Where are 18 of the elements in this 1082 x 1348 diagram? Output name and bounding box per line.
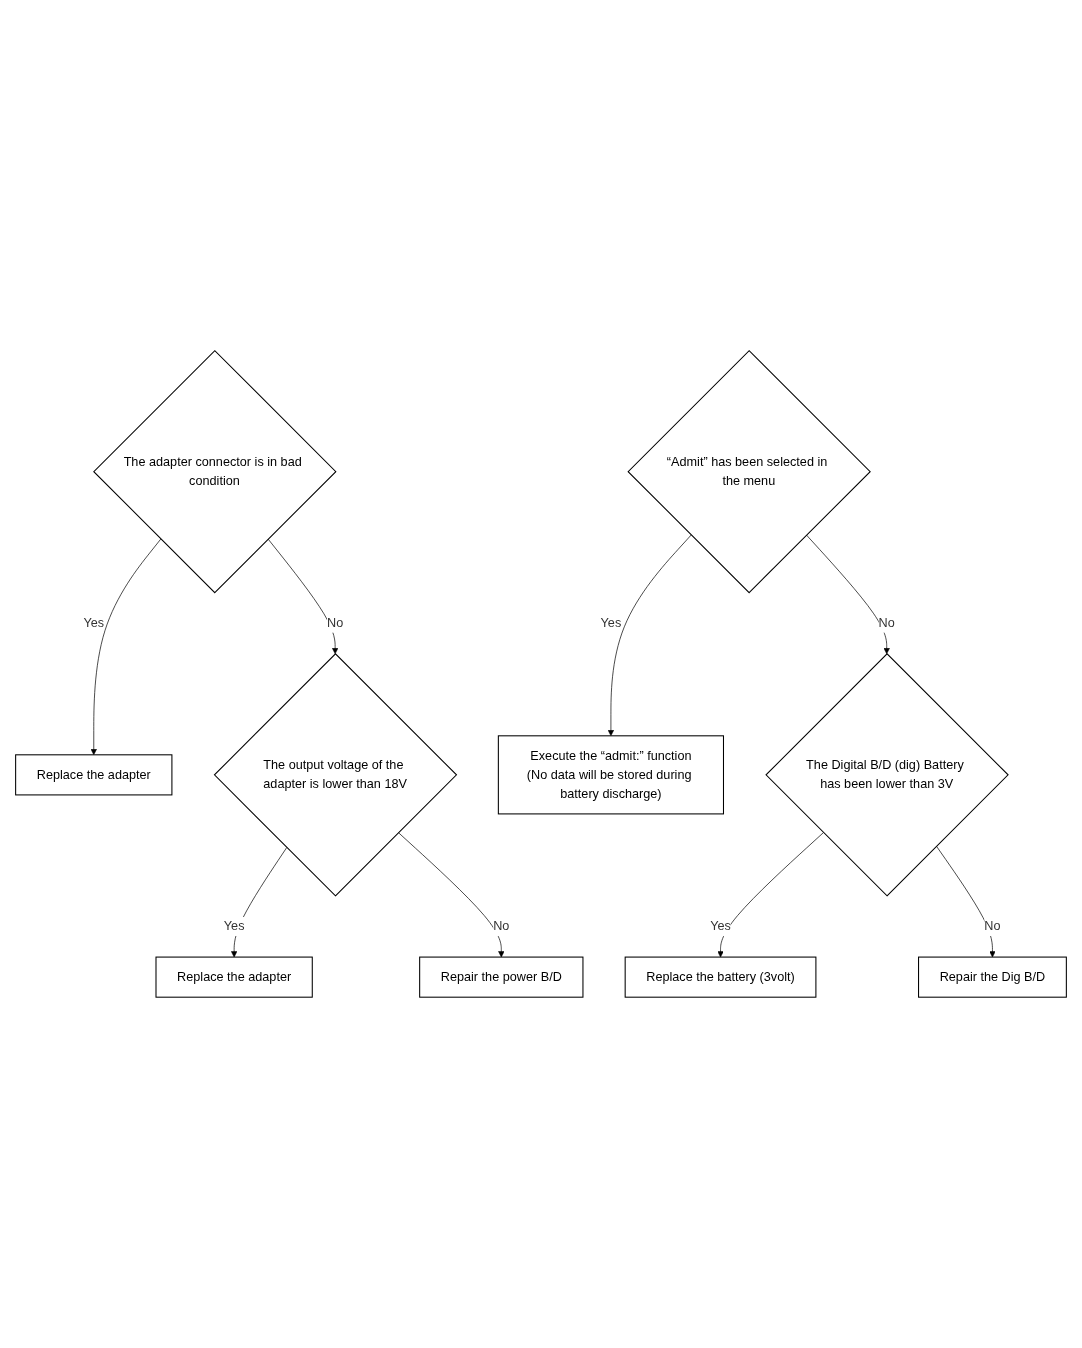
edge-label: No: [327, 615, 344, 631]
edge-label: Yes: [710, 919, 731, 934]
edge-label: Yes: [600, 615, 622, 631]
node-diamond: “Admit” has been selected in the menu: [627, 349, 871, 594]
edge-label: No: [878, 615, 895, 631]
node-box: Replace the adapter: [155, 956, 313, 998]
node-box: Replace the adapter: [15, 754, 173, 796]
node-box: Repair the Dig B/D: [918, 956, 1067, 998]
edge-label: No: [493, 919, 510, 934]
node-diamond: The output voltage of the adapter is lower than 18V: [213, 653, 458, 897]
node-box: Repair the power B/D: [419, 956, 584, 998]
edge-label: No: [984, 919, 1001, 934]
node-diamond: The Digital B/D (dig) Battery has been lower than 3V: [765, 653, 1009, 897]
node-box: Replace the battery (3volt): [624, 956, 817, 998]
node-diamond: The adapter connector is in bad condition: [93, 349, 337, 594]
edge-label: Yes: [83, 615, 105, 631]
node-box: Execute the “admit:” function (No data will be stored during battery discharge): [497, 735, 724, 815]
edge-label: Yes: [223, 919, 245, 934]
